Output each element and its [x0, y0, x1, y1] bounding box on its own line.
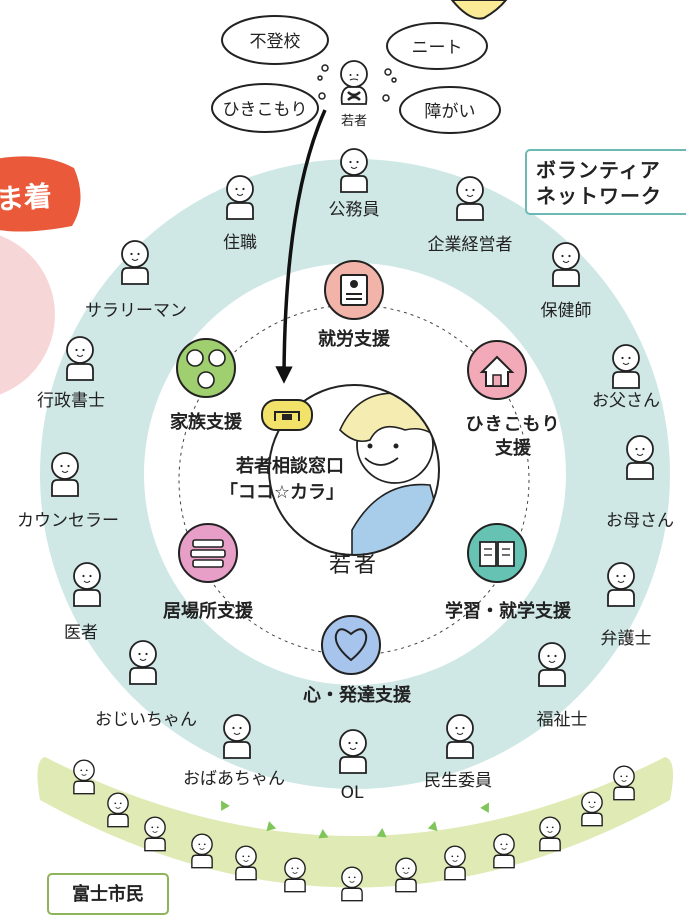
support-place-icon: [178, 523, 238, 583]
citizen-person: [107, 792, 129, 828]
network-person: 住職: [223, 175, 257, 253]
network-person-label: カウンセラー: [17, 511, 119, 531]
issue-bubble-futoko: 不登校: [221, 15, 329, 65]
support-hikikomori-line1: ひきこもり: [466, 414, 561, 435]
youth-top-label: 若者: [341, 113, 367, 129]
center-title-line2: 「ココ☆カラ」: [220, 481, 344, 503]
network-person: 福祉士: [537, 642, 588, 730]
network-person: 医者: [64, 562, 101, 643]
network-person-label: 行政書士: [37, 391, 105, 411]
citizens-label: 富士市民: [47, 873, 169, 915]
support-family-label: 家族支援: [170, 411, 243, 433]
network-person: 民生委員: [424, 714, 492, 791]
issue-bubble-neet: ニート: [386, 22, 488, 70]
title-badge-text: ま着: [0, 180, 53, 217]
network-person: 弁護士: [601, 562, 652, 649]
network-person: カウンセラー: [17, 452, 119, 531]
band-triangle: [266, 821, 277, 832]
citizen-person: [493, 833, 515, 869]
network-person-label: サラリーマン: [85, 301, 187, 321]
citizen-person: [444, 845, 466, 881]
band-triangle: [427, 821, 438, 832]
network-person: 行政書士: [37, 336, 105, 411]
network-person-label: 企業経営者: [428, 235, 513, 255]
network-person-label: お父さん: [592, 391, 660, 411]
citizen-person: [539, 816, 561, 852]
citizen-person: [144, 816, 166, 852]
network-person: お母さん: [606, 435, 674, 531]
youth-figure-top: [340, 60, 368, 105]
support-mind-icon: [321, 615, 381, 675]
svg-text:ネットワーク: ネットワーク: [536, 184, 662, 208]
citizen-person: [73, 759, 95, 795]
network-person-label: おばあちゃん: [183, 769, 285, 789]
svg-text:不登校: 不登校: [250, 32, 301, 52]
citizen-person: [235, 845, 257, 881]
support-mind-label: 心・発達支援: [303, 684, 412, 706]
speech-bubble-tip: [450, 0, 508, 20]
left-pink-circle: [0, 235, 55, 395]
citizen-person: [191, 833, 213, 869]
band-triangle: [221, 800, 230, 811]
network-person: 企業経営者: [428, 176, 513, 255]
network-person: OL: [339, 729, 367, 803]
support-place-label: 居場所支援: [163, 600, 254, 622]
network-person-label: 公務員: [329, 200, 380, 220]
citizen-person: [613, 765, 635, 801]
citizen-person: [581, 791, 603, 827]
network-person: おばあちゃん: [183, 714, 285, 789]
support-study-icon: [467, 523, 527, 583]
network-person-label: お母さん: [606, 511, 674, 531]
network-person-label: おじいちゃん: [95, 710, 197, 730]
network-person: おじいちゃん: [95, 640, 197, 730]
issue-bubble-hikikomori: ひきこもり: [211, 83, 319, 133]
band-triangle: [318, 829, 329, 839]
network-person-label: 住職: [223, 233, 257, 253]
support-work-icon: [324, 260, 384, 320]
network-person: 公務員: [329, 148, 380, 220]
svg-text:富士市民: 富士市民: [72, 883, 144, 905]
band-triangles: [221, 800, 489, 839]
center-title-line1: 若者相談窓口: [235, 455, 344, 477]
network-person-label: 医者: [64, 623, 98, 643]
network-person: サラリーマン: [85, 240, 187, 321]
support-study-label: 学習・就学支援: [445, 600, 572, 622]
network-person-label: 保健師: [541, 301, 592, 321]
band-triangle: [376, 828, 387, 838]
network-person-label: 弁護士: [601, 629, 652, 649]
network-person: 保健師: [541, 242, 592, 321]
network-person: お父さん: [592, 344, 660, 411]
citizen-person: [395, 857, 417, 893]
thought-dots: [317, 64, 397, 102]
support-family-icon: [176, 338, 236, 398]
svg-text:ひきこもり: ひきこもり: [223, 100, 308, 120]
title-badge: [0, 156, 81, 232]
citizen-person: [341, 866, 363, 902]
support-work-label: 就労支援: [318, 328, 391, 350]
network-person-label: 民生委員: [424, 771, 492, 791]
flow-arrow: [275, 109, 327, 384]
svg-text:障がい: 障がい: [425, 102, 476, 122]
volunteer-network-label: ボランティア ネットワーク: [525, 149, 686, 215]
citizen-person: [284, 857, 306, 893]
counseling-desk-icon: [261, 399, 313, 431]
issue-bubble-disability: 障がい: [399, 86, 501, 134]
network-person-label: OL: [341, 783, 364, 803]
svg-text:ニート: ニート: [412, 38, 463, 58]
svg-text:ボランティア: ボランティア: [536, 158, 661, 182]
support-hikikomori-icon: [467, 340, 527, 400]
center-youth-label: 若者: [329, 553, 379, 578]
support-hikikomori-line2: 支援: [494, 437, 532, 459]
band-triangle: [480, 802, 489, 813]
network-person-label: 福祉士: [537, 710, 588, 730]
